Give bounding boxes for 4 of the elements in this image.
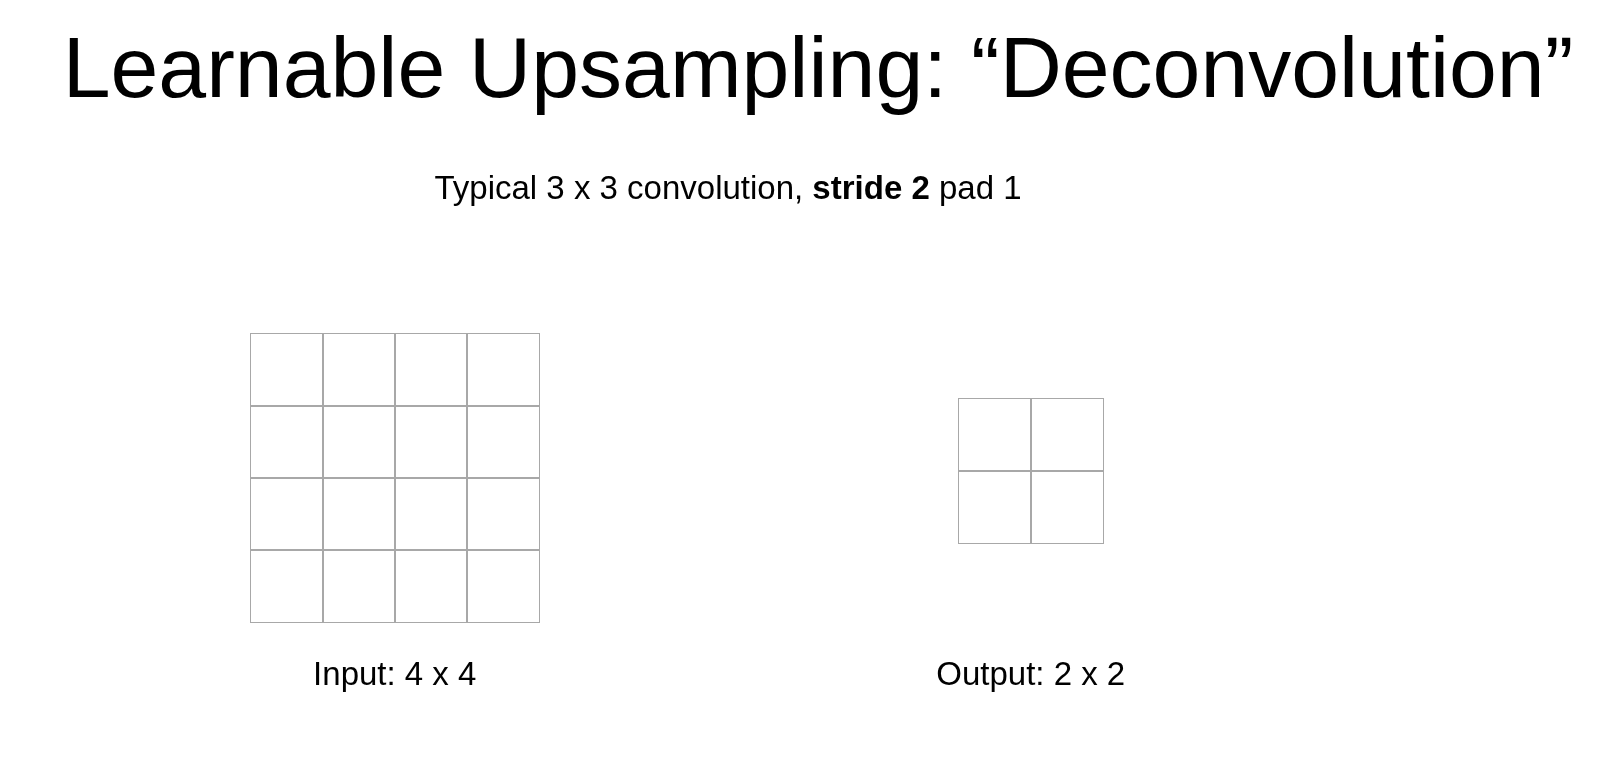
subtitle-text: Typical 3 x 3 convolution, stride 2 pad 1 xyxy=(434,168,1022,208)
grid-caption: Output: 2 x 2 xyxy=(936,654,1126,694)
slide-title: Learnable Upsampling: “Deconvolution” xyxy=(62,18,1574,117)
grid-caption: Input: 4 x 4 xyxy=(313,654,477,694)
